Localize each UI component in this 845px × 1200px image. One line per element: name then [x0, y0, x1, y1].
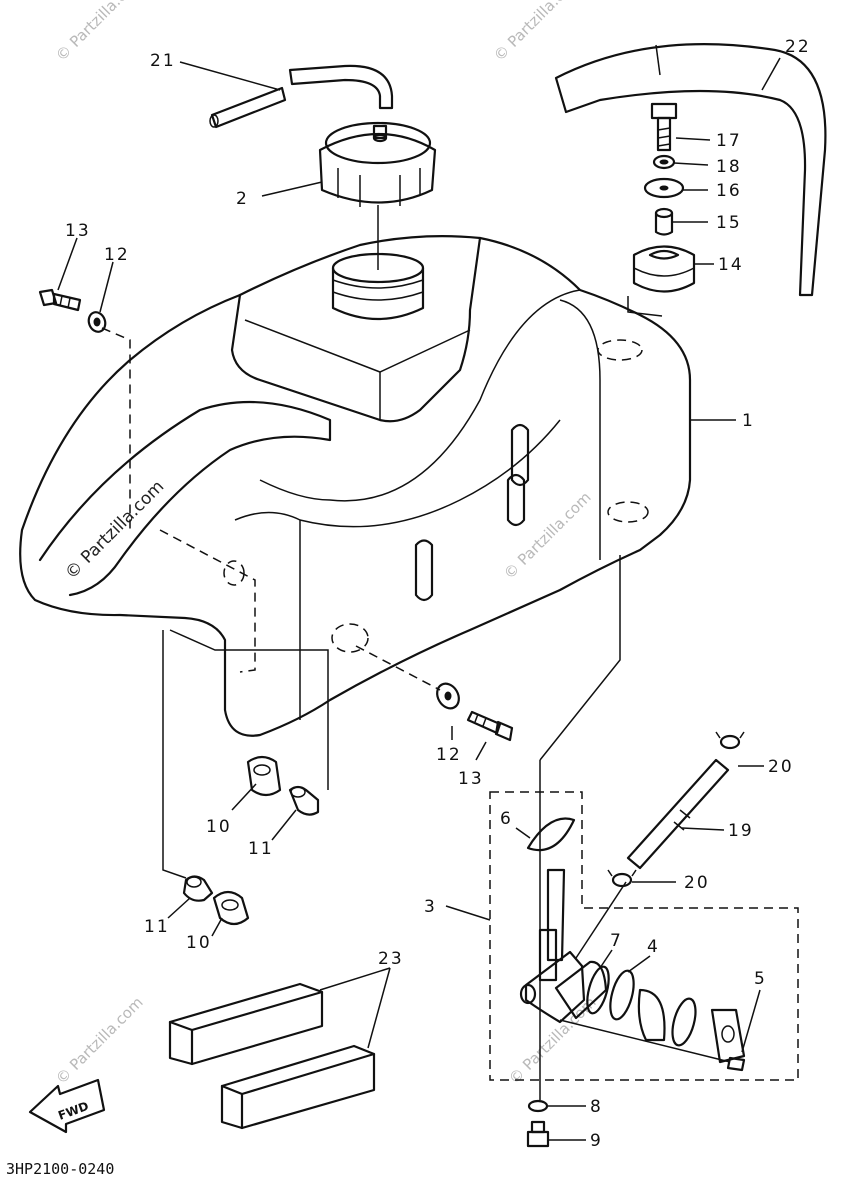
callout-13-lower: 13 [458, 769, 484, 789]
callout-11-lower: 11 [144, 917, 170, 937]
guide-cock-axis [559, 1019, 731, 1063]
part-4-gasket[interactable] [606, 968, 638, 1021]
watermarks: © Partzilla.com © Partzilla.com © Partzi… [52, 0, 600, 1088]
callout-7: 7 [610, 931, 623, 951]
callout-20-lower: 20 [684, 873, 710, 893]
part-13-bolt-upper[interactable] [38, 288, 82, 312]
part-10-grommet-upper[interactable] [246, 755, 282, 797]
callout-6: 6 [500, 809, 513, 829]
callout-17: 17 [716, 131, 742, 151]
callout-12-upper: 12 [104, 245, 130, 265]
callout-labels: 21 2 13 12 22 17 18 16 15 14 1 12 13 10 … [65, 37, 811, 1151]
part-9-bolt[interactable] [526, 1120, 550, 1148]
callout-4: 4 [647, 937, 660, 957]
callout-23: 23 [378, 949, 404, 969]
watermark-center: © Partzilla.com [500, 488, 595, 583]
part-12-washer-upper[interactable] [86, 310, 108, 334]
fuel-cock-lever-parts[interactable] [637, 988, 746, 1064]
part-2-fuel-cap[interactable] [318, 121, 437, 270]
callout-1: 1 [742, 411, 755, 431]
part-19-fuel-hose[interactable] [626, 758, 730, 870]
part-15-collar[interactable] [654, 207, 674, 236]
part-11-collar-upper[interactable] [288, 785, 320, 816]
callout-20-upper: 20 [768, 757, 794, 777]
callout-13-upper: 13 [65, 221, 91, 241]
part-6-gasket[interactable] [526, 817, 576, 852]
part-16-washer[interactable] [643, 177, 685, 199]
fwd-arrow-icon: FWD [28, 1078, 106, 1134]
mount-dash-guides-right [627, 296, 663, 317]
part-17-bolt[interactable] [650, 102, 678, 152]
guide-bolt-lower [355, 645, 441, 691]
callout-10-lower: 10 [186, 933, 212, 953]
callout-5: 5 [754, 969, 767, 989]
guide-left-dashed [159, 529, 256, 673]
watermark-top-center: © Partzilla.com [490, 0, 585, 65]
callout-8: 8 [590, 1097, 603, 1117]
callout-15: 15 [716, 213, 742, 233]
callout-10-upper: 10 [206, 817, 232, 837]
callout-2: 2 [236, 189, 249, 209]
fuel-cock-body[interactable] [519, 868, 608, 1024]
callout-14: 14 [718, 255, 744, 275]
callout-19: 19 [728, 821, 754, 841]
part-3-fuel-cock-assembly-box [489, 791, 799, 1081]
part-1-fuel-tank[interactable] [19, 235, 692, 737]
part-5-screw[interactable] [726, 1056, 746, 1072]
part-11-collar-lower[interactable] [182, 875, 214, 902]
callout-18: 18 [716, 157, 742, 177]
part-20-clamp-upper[interactable] [715, 731, 745, 750]
part-20-clamp-lower[interactable] [607, 869, 637, 888]
part-23-damper-blocks[interactable] [168, 982, 376, 1130]
part-10-grommet-lower[interactable] [212, 890, 250, 926]
diagram-code: 3HP2100-0240 [6, 1160, 114, 1178]
callout-12-lower: 12 [436, 745, 462, 765]
part-21-breather-hose[interactable] [209, 64, 394, 129]
callout-3: 3 [424, 897, 437, 917]
callout-16: 16 [716, 181, 742, 201]
part-12-washer-lower[interactable] [433, 680, 463, 713]
part-22-tank-strap[interactable] [554, 43, 827, 297]
callout-22: 22 [785, 37, 811, 57]
part-14-grommet[interactable] [632, 245, 696, 293]
guide-left-lower [162, 630, 187, 879]
callout-11-upper: 11 [248, 839, 274, 859]
fwd-label: FWD [56, 1099, 90, 1123]
callout-21: 21 [150, 51, 176, 71]
watermark-lower-center: © Partzilla.com [505, 993, 600, 1088]
guide-left-upper [101, 327, 131, 530]
part-8-washer[interactable] [527, 1099, 549, 1113]
part-7-o-ring[interactable] [583, 964, 613, 1015]
watermark-lower-left: © Partzilla.com [52, 993, 147, 1088]
watermark-top-left: © Partzilla.com [52, 0, 147, 65]
part-13-bolt-lower[interactable] [466, 710, 514, 742]
guide-left-mid [169, 629, 329, 790]
part-18-washer[interactable] [652, 154, 676, 170]
leader-lines [57, 57, 781, 1141]
callout-9: 9 [590, 1131, 603, 1151]
guide-tank-to-cock [539, 555, 621, 761]
